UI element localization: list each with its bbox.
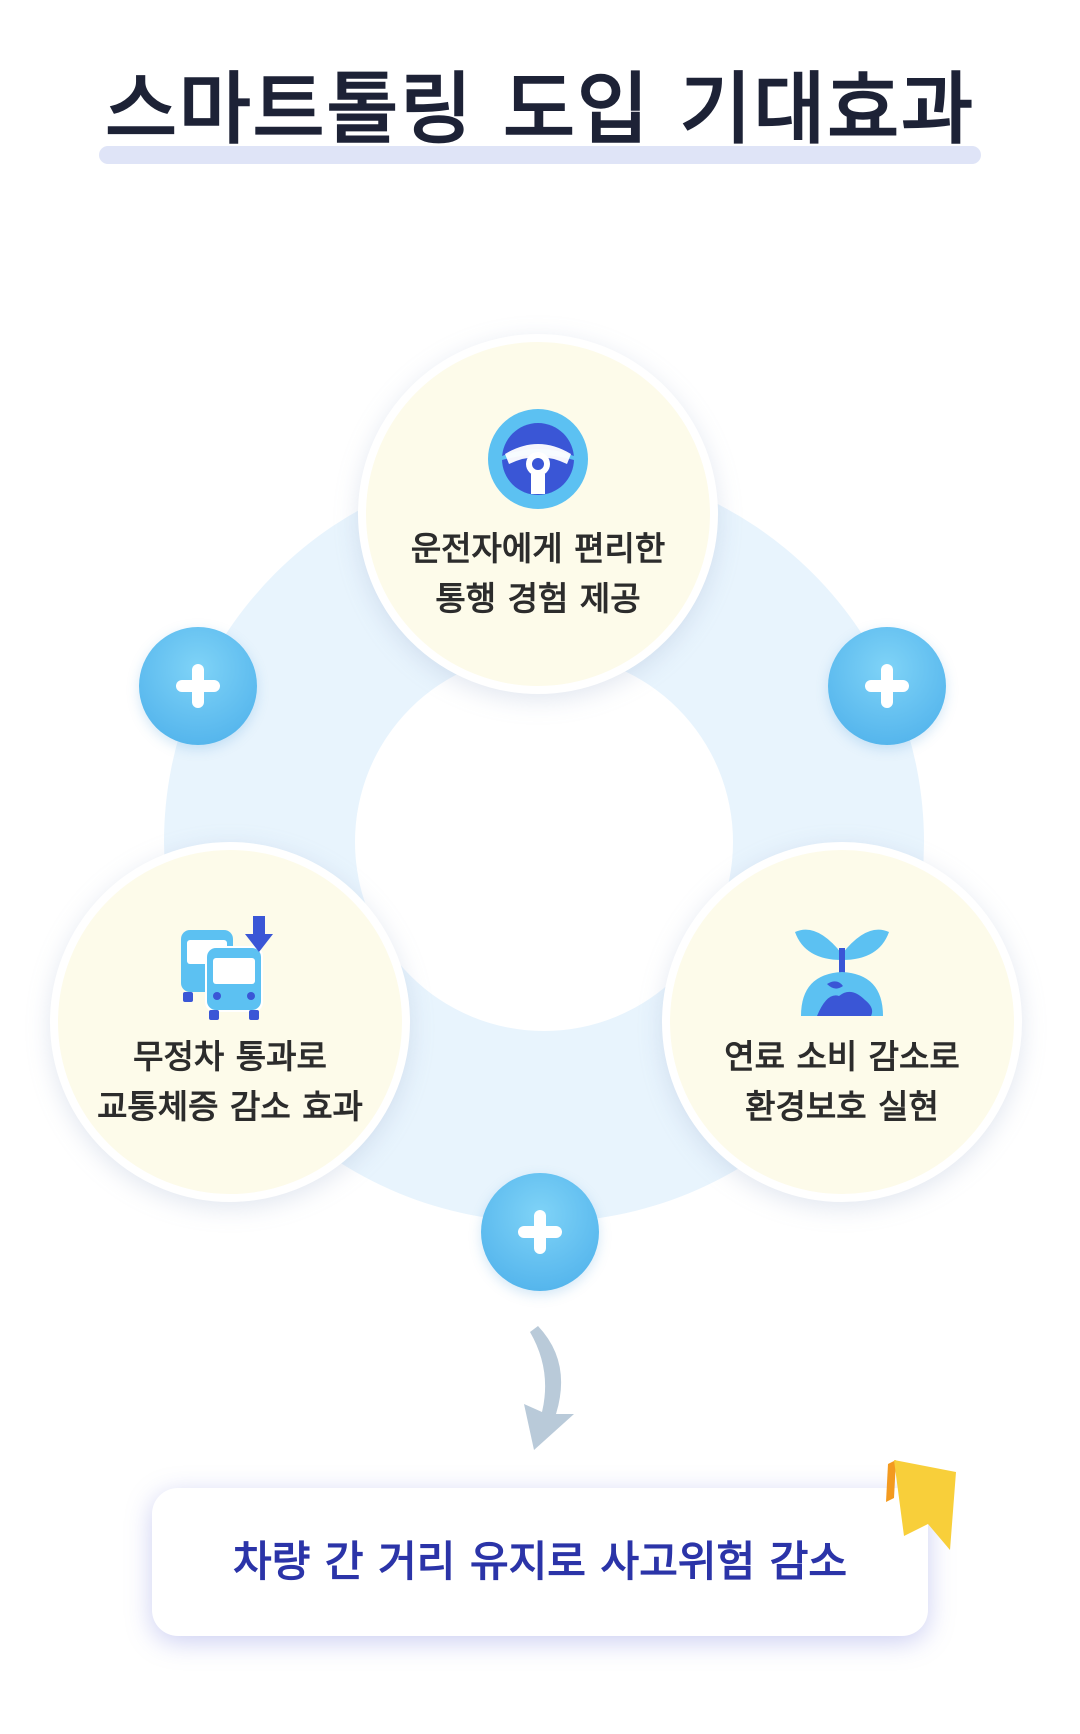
plus-connector-left — [139, 627, 257, 745]
plus-icon — [865, 664, 909, 708]
node-driver-convenience-text: 운전자에게 편리한 통행 경험 제공 — [366, 524, 710, 624]
page-title-text: 스마트톨링 도입 기대효과 — [105, 65, 975, 155]
node-right-line1: 연료 소비 감소로 — [724, 1037, 960, 1076]
result-text: 차량 간 거리 유지로 사고위험 감소 — [232, 1537, 848, 1586]
steering-wheel-icon — [488, 409, 588, 509]
result-box: 차량 간 거리 유지로 사고위험 감소 — [152, 1488, 928, 1636]
node-top-line2: 통행 경험 제공 — [435, 579, 641, 618]
node-right-line2: 환경보호 실현 — [745, 1087, 939, 1126]
node-traffic-reduction-text: 무정차 통과로 교통체증 감소 효과 — [58, 1032, 402, 1132]
node-top-line1: 운전자에게 편리한 — [410, 529, 666, 568]
node-environment-protection-text: 연료 소비 감소로 환경보호 실현 — [670, 1032, 1014, 1132]
plus-connector-bottom — [481, 1173, 599, 1291]
bookmark-icon — [886, 1460, 956, 1550]
plus-icon — [176, 664, 220, 708]
node-traffic-reduction: 무정차 통과로 교통체증 감소 효과 — [50, 842, 410, 1202]
plus-icon — [518, 1210, 562, 1254]
node-left-line1: 무정차 통과로 — [133, 1037, 327, 1076]
title-area: 스마트톨링 도입 기대효과 — [0, 60, 1080, 164]
buses-download-icon — [181, 916, 273, 1020]
sprout-globe-icon — [795, 929, 889, 1016]
node-driver-convenience: 운전자에게 편리한 통행 경험 제공 — [358, 334, 718, 694]
down-curved-arrow-icon — [524, 1326, 574, 1450]
page-title: 스마트톨링 도입 기대효과 — [99, 60, 981, 164]
node-environment-protection: 연료 소비 감소로 환경보호 실현 — [662, 842, 1022, 1202]
plus-connector-right — [828, 627, 946, 745]
node-left-line2: 교통체증 감소 효과 — [97, 1087, 363, 1126]
